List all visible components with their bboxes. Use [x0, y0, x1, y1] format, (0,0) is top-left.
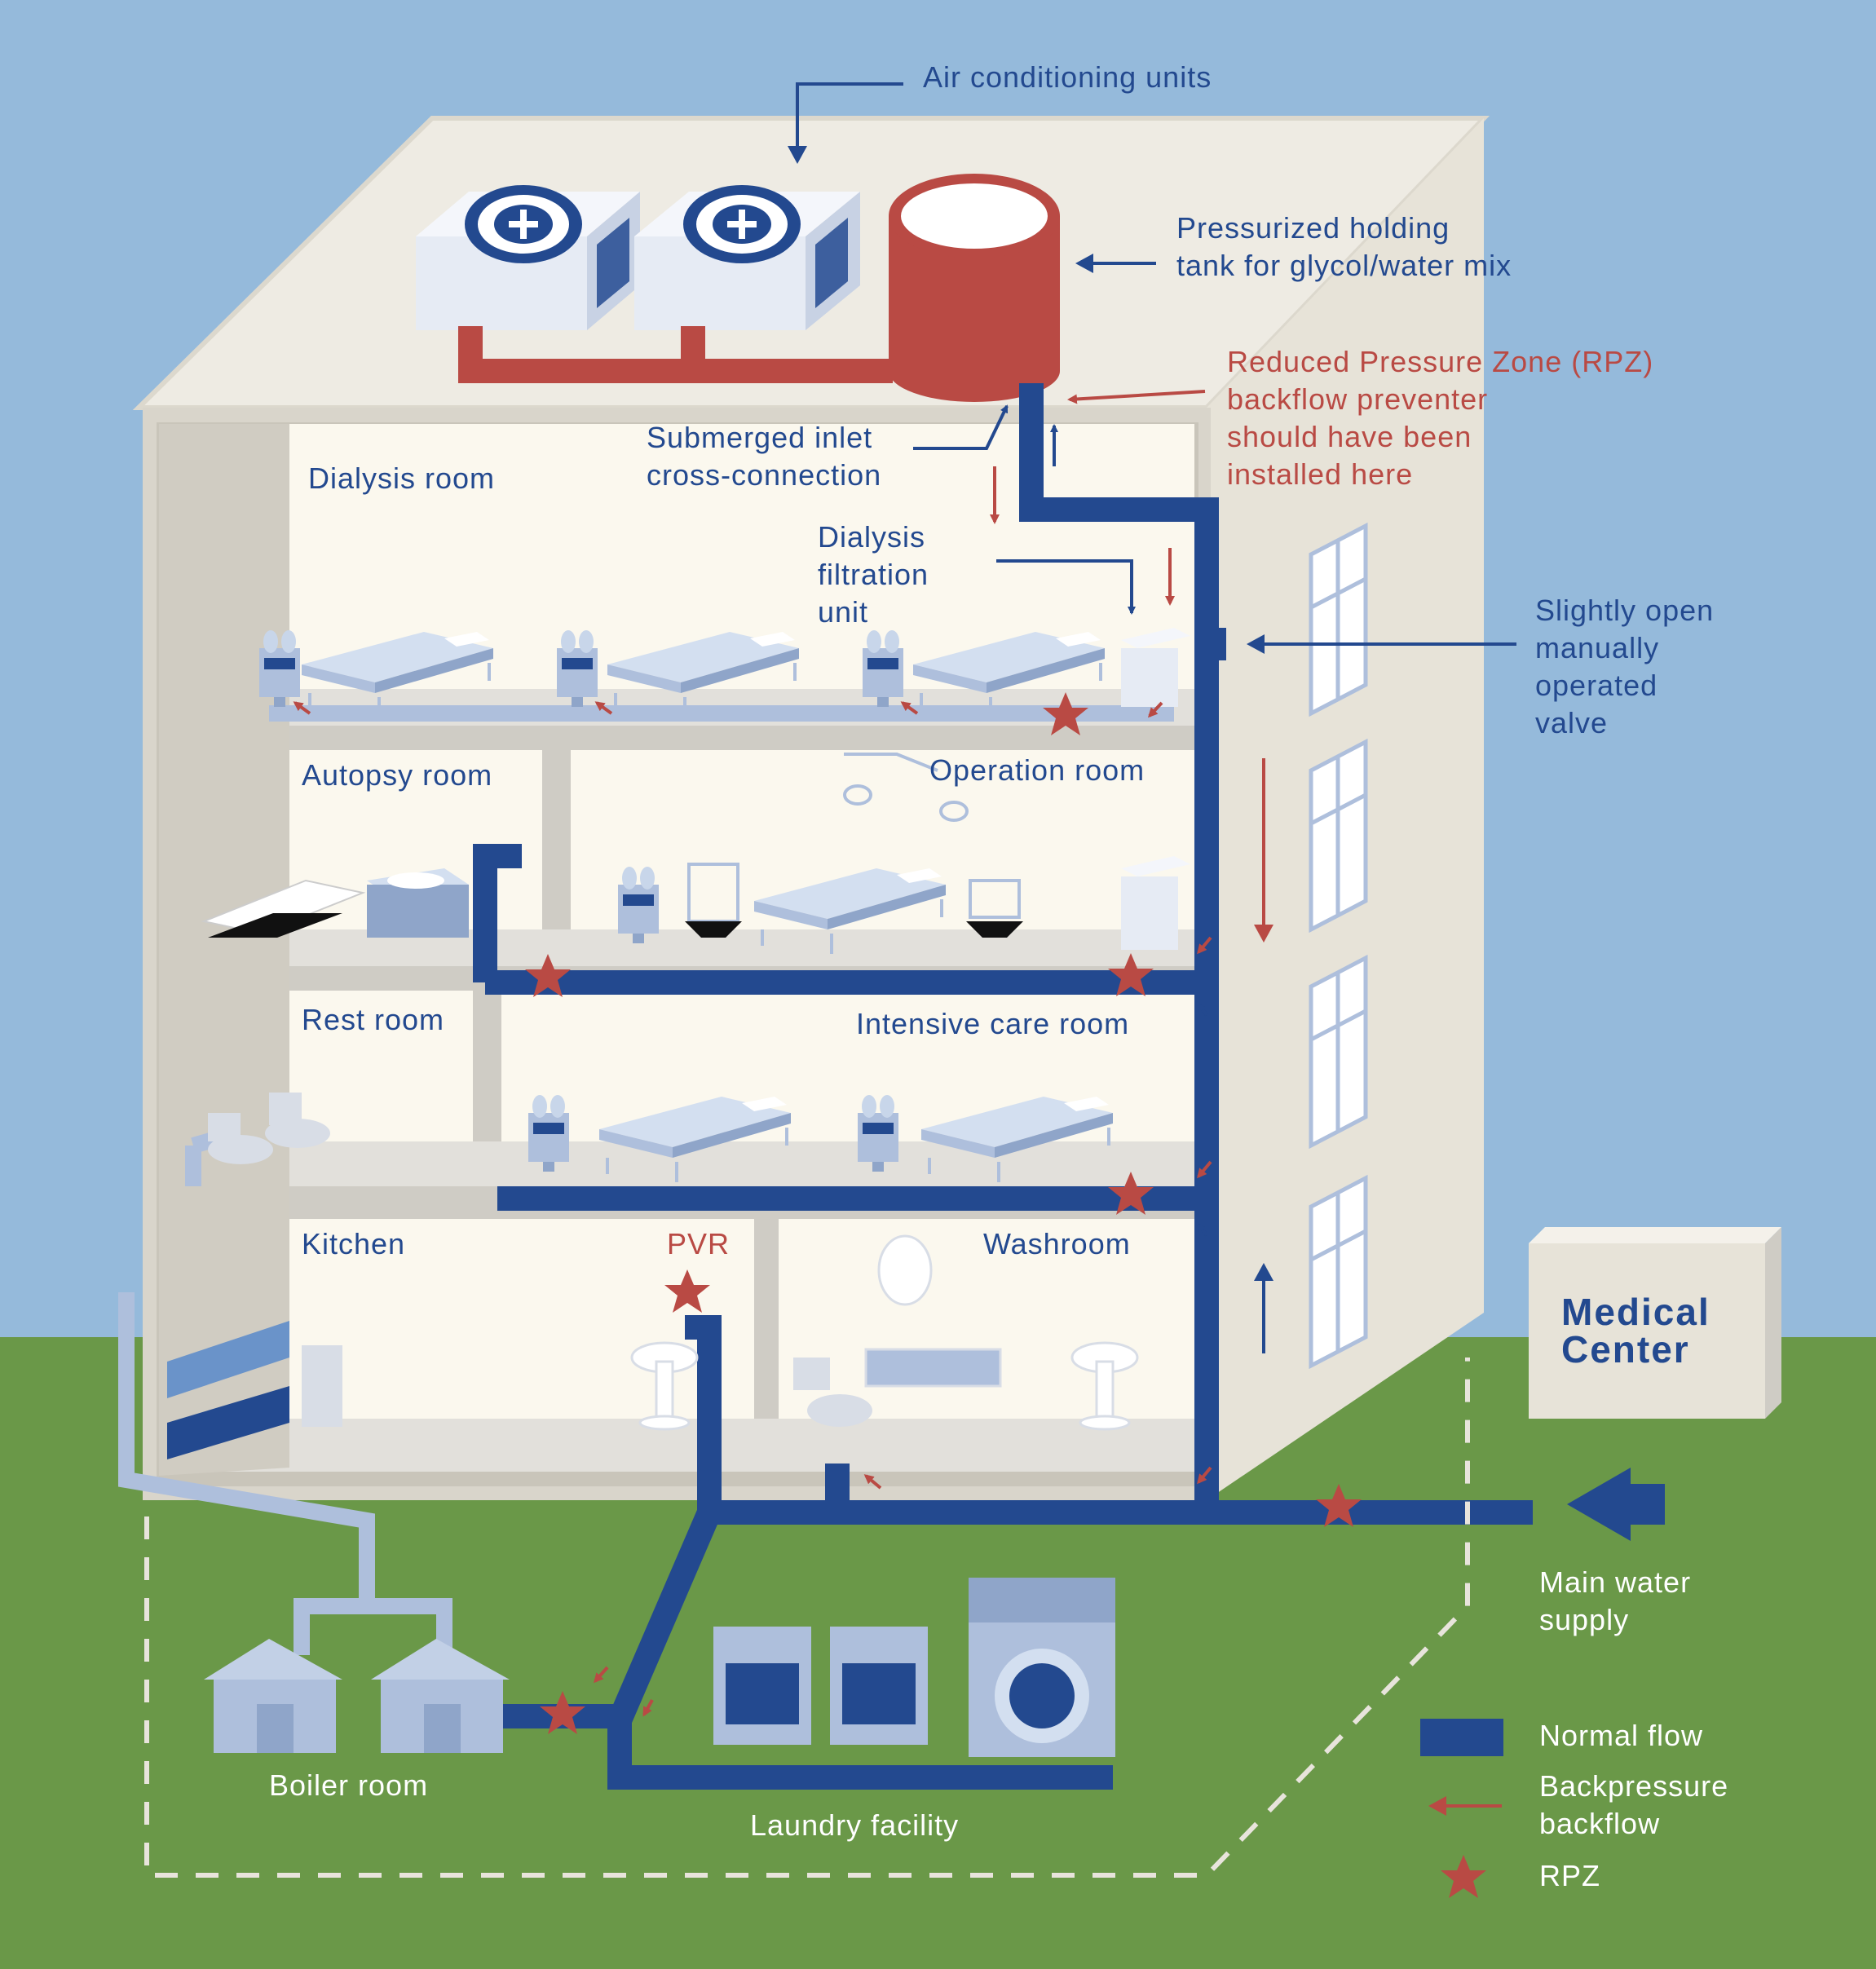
- holding-tank-icon: [889, 174, 1060, 402]
- valve-icon: [1197, 628, 1226, 660]
- sink-icon: [630, 1234, 1139, 1431]
- surgical-lamp-icon: [843, 753, 969, 822]
- room-label-rest: Rest room: [302, 1003, 445, 1036]
- rpz-note-line4: installed here: [1227, 457, 1414, 491]
- room-label-intensive: Intensive care room: [856, 1007, 1130, 1040]
- main-supply-pipes: [473, 383, 1533, 1790]
- legend-backflow-line1: Backpressure: [1539, 1769, 1729, 1803]
- glycol-pipe: [458, 326, 893, 383]
- property-line: [144, 1358, 1470, 1878]
- callout-lines: [788, 82, 1516, 654]
- submerged-inlet-line2: cross-connection: [647, 458, 882, 492]
- filtration-unit-line2: filtration: [818, 558, 929, 591]
- kitchen-cabinets-icon: [167, 1321, 342, 1459]
- room-label-autopsy: Autopsy room: [302, 758, 493, 792]
- main-supply-line2: supply: [1539, 1603, 1630, 1636]
- instrument-cart-icon: [685, 863, 1023, 938]
- room-label-operation: Operation room: [929, 753, 1145, 787]
- rpz-note-line2: backflow preventer: [1227, 382, 1489, 416]
- washing-machine-icon: [969, 1578, 1115, 1757]
- boiler-room-label: Boiler room: [269, 1768, 429, 1802]
- normal-flow-arrows: [1050, 424, 1273, 1353]
- rooms: [159, 424, 1194, 1476]
- medical-center-building: [1529, 1227, 1781, 1419]
- valve-label-line1: Slightly open: [1535, 594, 1715, 627]
- pvr-label: PVR: [667, 1227, 731, 1260]
- oven-icon: [713, 1627, 928, 1745]
- ac-units-label: Air conditioning units: [923, 60, 1212, 94]
- filtration-unit-icon: [1121, 628, 1190, 950]
- laundry-label: Laundry facility: [750, 1808, 960, 1842]
- air-conditioner-icon: [416, 185, 860, 330]
- valve-label-line4: valve: [1535, 706, 1609, 739]
- rpz-note-line1: Reduced Pressure Zone (RPZ): [1227, 345, 1654, 378]
- room-label-kitchen: Kitchen: [302, 1227, 406, 1260]
- submerged-inlet-line1: Submerged inlet: [647, 421, 873, 454]
- toilet-icon: [208, 1093, 872, 1427]
- valve-label-line3: operated: [1535, 669, 1658, 702]
- backflow-arrows: [293, 390, 1273, 1717]
- medical-center-line2: Center: [1561, 1328, 1690, 1371]
- window-icon: [1309, 522, 1368, 1370]
- room-label-washroom: Washroom: [983, 1227, 1131, 1260]
- legend-rpz: RPZ: [1539, 1859, 1600, 1892]
- room-label-dialysis: Dialysis room: [308, 461, 496, 495]
- main-supply-arrow-icon: [1567, 1468, 1665, 1541]
- valve-label-line2: manually: [1535, 631, 1660, 664]
- legend-normal-flow-swatch: [1420, 1719, 1503, 1756]
- tank-label-line2: tank for glycol/water mix: [1176, 249, 1512, 282]
- main-supply-line1: Main water: [1539, 1565, 1692, 1599]
- filtration-unit-line1: Dialysis: [818, 520, 926, 554]
- boiler-house-icon: [204, 1639, 510, 1753]
- legend-normal-flow: Normal flow: [1539, 1719, 1704, 1752]
- autopsy-table-icon: [201, 868, 469, 938]
- rpz-note-line3: should have been: [1227, 420, 1472, 453]
- drain-pipes: [118, 705, 1174, 1655]
- legend-backflow-line2: backflow: [1539, 1807, 1661, 1840]
- tank-label-line1: Pressurized holding: [1176, 211, 1450, 245]
- filtration-unit-line3: unit: [818, 595, 869, 629]
- medical-center-line1: Medical: [1561, 1291, 1710, 1333]
